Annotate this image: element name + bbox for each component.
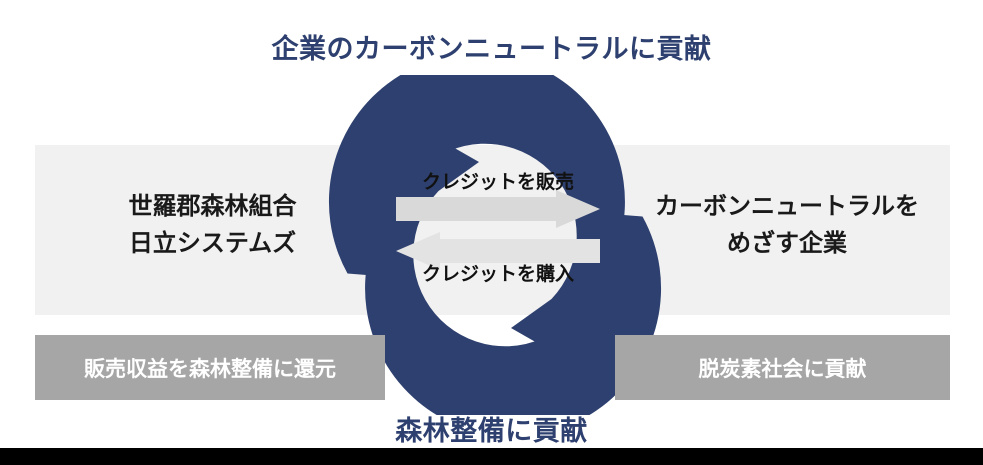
footer-bar — [0, 448, 983, 465]
sell-credits-label: クレジットを販売 — [421, 172, 574, 193]
left-entity-line1: 世羅郡森林組合 — [128, 193, 297, 220]
buy-credits-arrow-icon — [396, 232, 600, 270]
sell-credits-arrow-icon — [396, 190, 600, 228]
right-entity-line2: めざす企業 — [727, 230, 847, 258]
buy-credits-label: クレジットを購入 — [421, 264, 574, 285]
outcome-box-right: 脱炭素社会に貢献 — [615, 335, 950, 400]
right-entity-label: カーボンニュートラルを めざす企業 — [632, 188, 942, 262]
page-title-bottom: 森林整備に貢献 — [395, 416, 588, 446]
left-entity-label: 世羅郡森林組合 日立システムズ — [70, 188, 355, 262]
background-band — [35, 145, 950, 315]
circular-cycle-arrow-icon — [329, 75, 661, 415]
right-entity-line1: カーボンニュートラルを — [655, 193, 919, 220]
left-entity-line2: 日立システムズ — [128, 230, 297, 258]
outcome-box-left: 販売収益を森林整備に還元 — [35, 335, 385, 400]
page-title-top: 企業のカーボンニュートラルに貢献 — [271, 34, 712, 64]
cycle-arc-bottom — [365, 110, 661, 415]
